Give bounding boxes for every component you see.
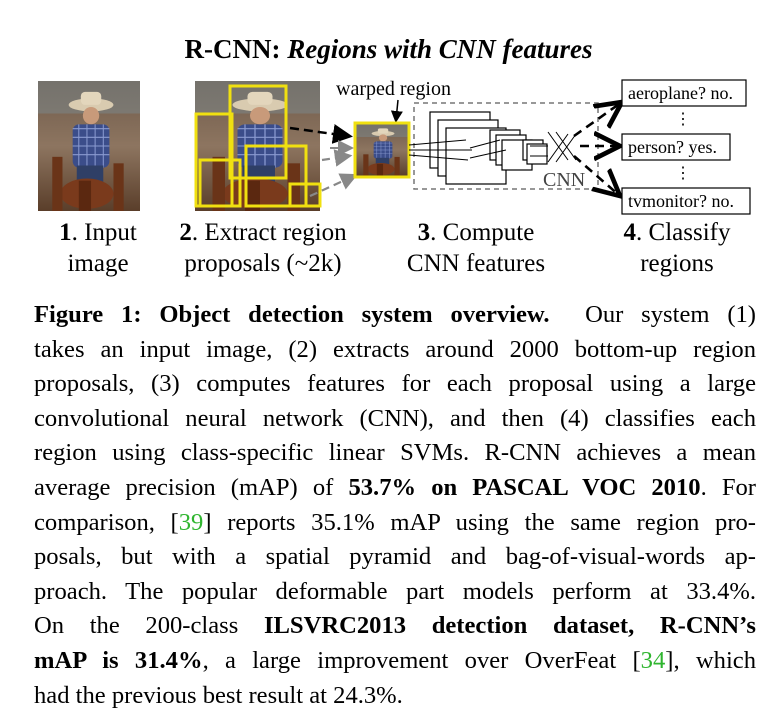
cnn-layers: [429, 111, 548, 185]
figure-title-bold: R-CNN:: [184, 34, 281, 64]
citation-link-34[interactable]: 34: [640, 646, 666, 674]
warped-region-image: [353, 121, 411, 179]
class-output-tvmonitor: tvmonitor? no.: [621, 187, 751, 215]
figure-title: R-CNN: Regions with CNN features: [0, 32, 777, 66]
stage-label-3: 3. Compute CNN features: [406, 219, 546, 277]
svg-text:tvmonitor? no.: tvmonitor? no.: [628, 191, 734, 211]
warp-arrow-gray-2: [309, 173, 359, 198]
warp-arrow-black: [289, 124, 353, 144]
stage-label-1: 1. Input image: [59, 219, 137, 277]
svg-text:person? yes.: person? yes.: [628, 137, 717, 157]
classify-arrow-top: [573, 102, 622, 138]
stage-label-2: 2. Extract region proposals (~2k): [179, 219, 347, 277]
rcnn-pipeline-diagram: warped region CNN aeroplane? no. ⋮: [38, 78, 751, 215]
warped-region-label: warped region: [336, 78, 451, 100]
ellipsis-2: ⋮: [675, 165, 691, 182]
input-image: [38, 81, 140, 211]
figure-title-italic: Regions with CNN features: [287, 34, 593, 64]
class-output-aeroplane: aeroplane? no.: [621, 79, 747, 107]
warp-arrow-gray-1: [321, 149, 353, 167]
figure-caption: Figure 1: Object detection system overvi…: [34, 301, 757, 709]
cnn-label: CNN: [543, 169, 585, 191]
ellipsis-1: ⋮: [675, 111, 691, 128]
citation-link-39[interactable]: 39: [178, 508, 204, 536]
region-proposals-image: [194, 81, 322, 211]
svg-text:aeroplane? no.: aeroplane? no.: [628, 83, 733, 103]
stage-label-4: 4. Classify regions: [623, 219, 731, 277]
cnn-connections: [408, 131, 577, 163]
class-output-person: person? yes.: [621, 133, 731, 161]
classify-arrow-bottom: [573, 155, 620, 196]
